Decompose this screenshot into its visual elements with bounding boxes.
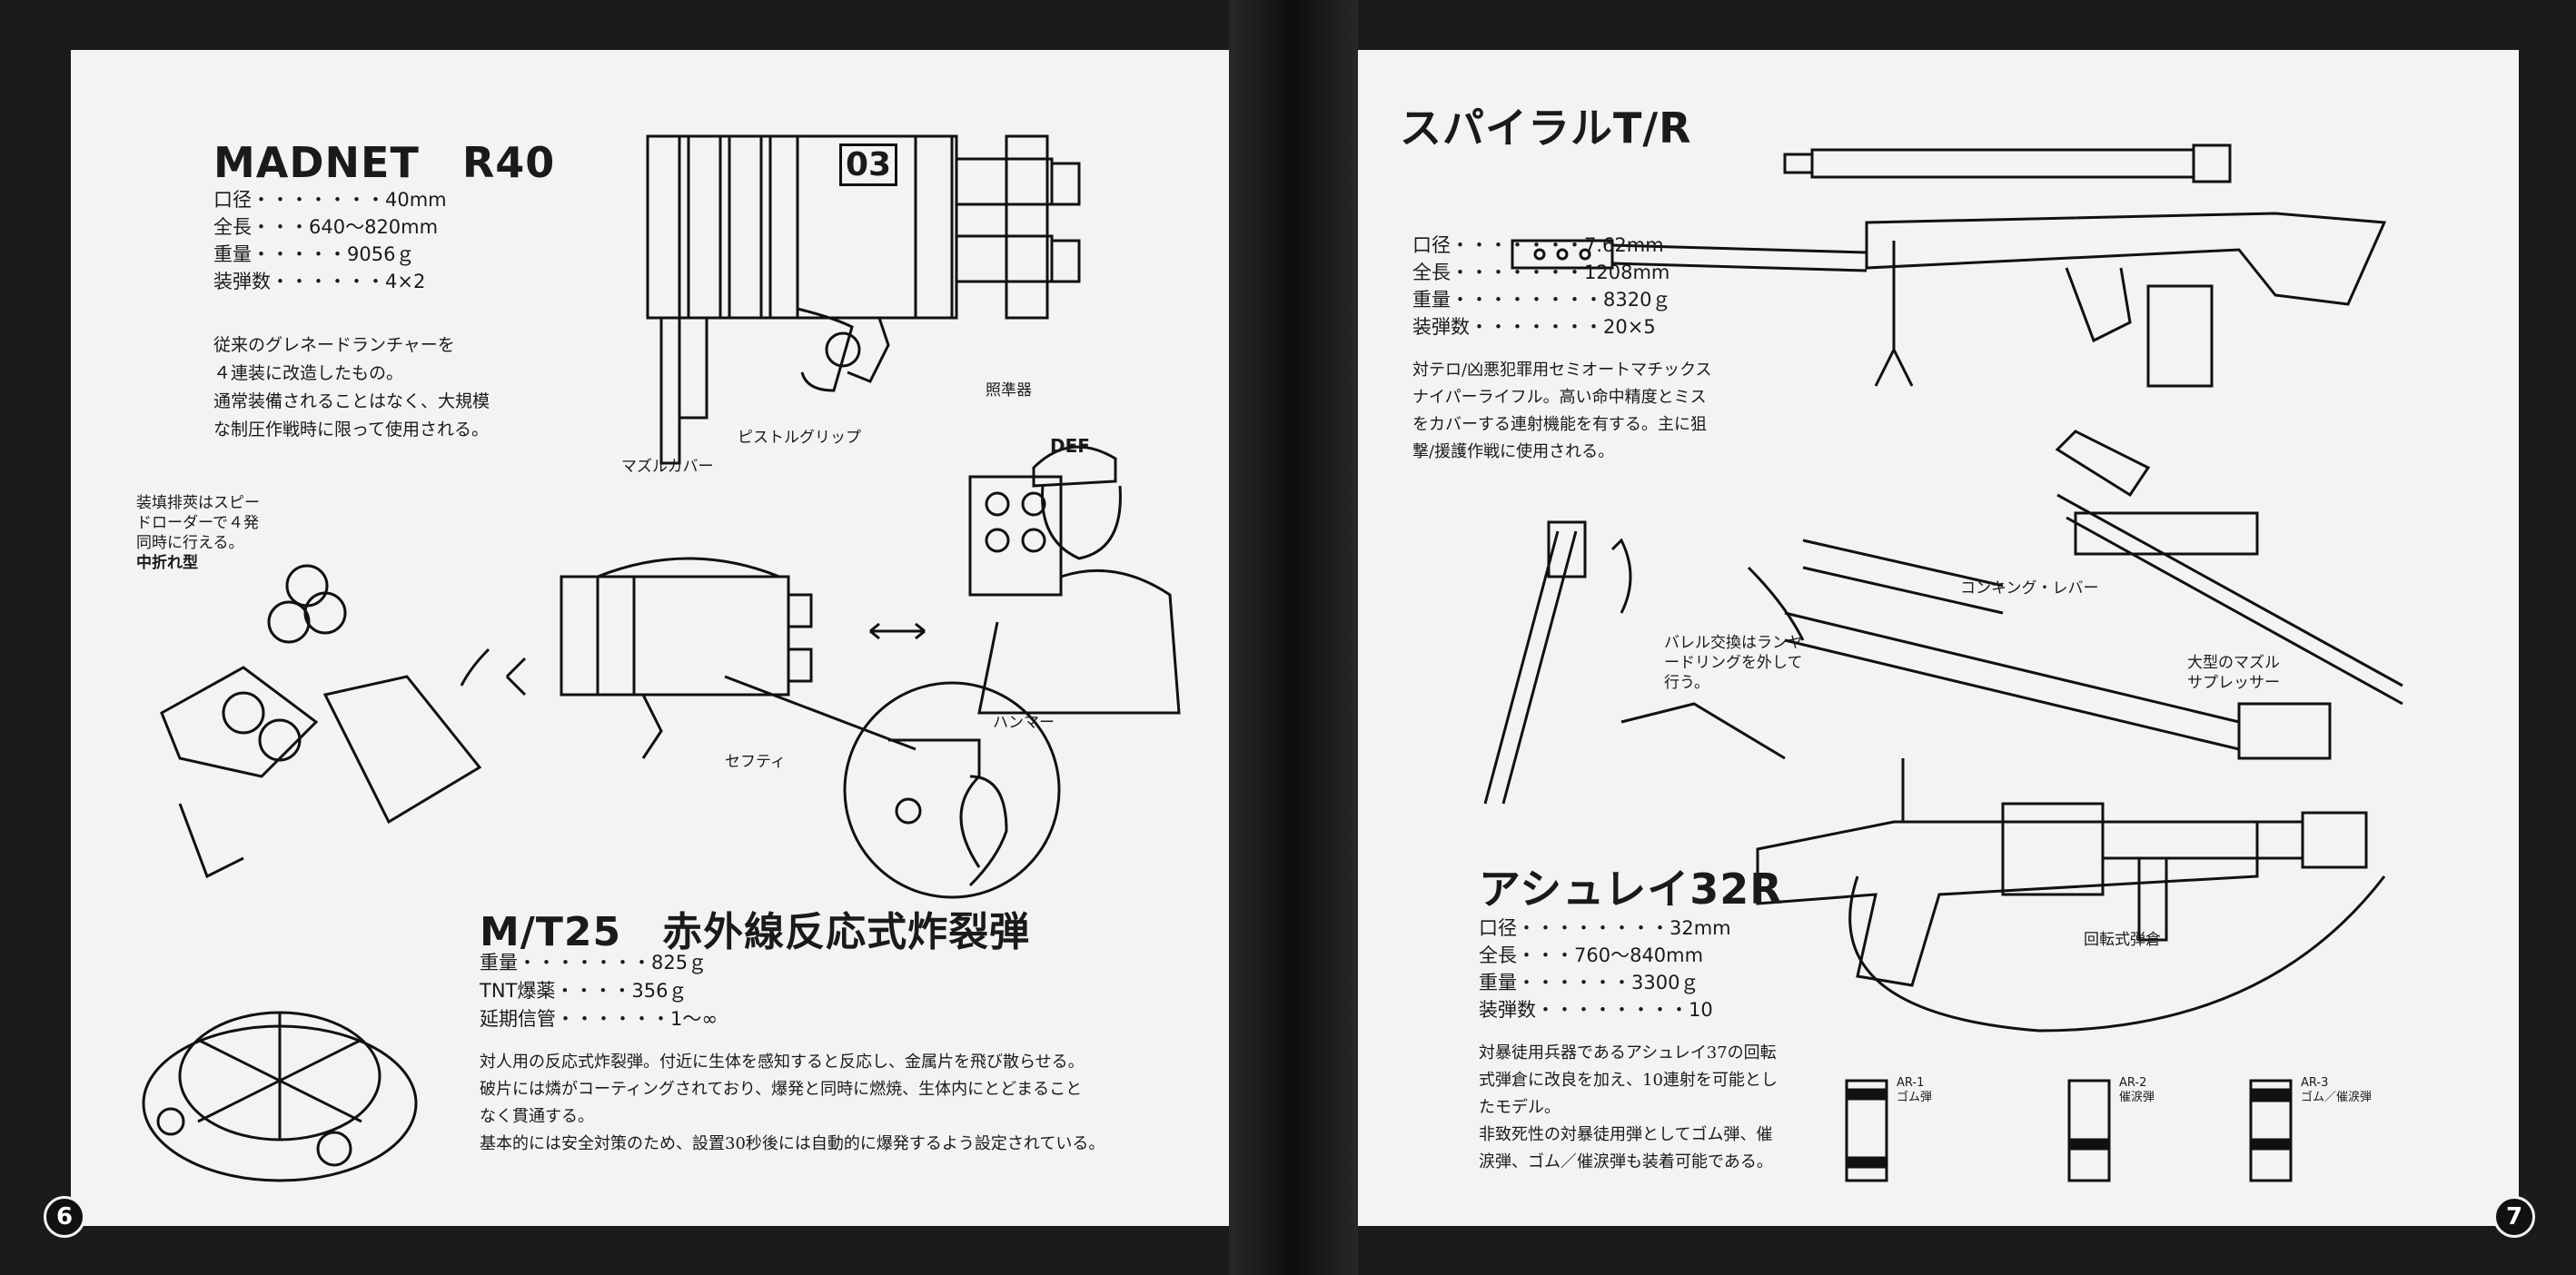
- mt25-title: M/T25 赤外線反応式炸裂弾: [480, 909, 1031, 955]
- label-cylinder: 回転式弾倉: [2084, 931, 2161, 949]
- desc-line: 対人用の反応式炸裂弾。付近に生体を感知すると反応し、金属片を飛び散らせる。: [480, 1053, 1085, 1072]
- desc-line: 撃/援護作戦に使用される。: [1412, 442, 1615, 461]
- spec-weight: 重量・・・・・・3300ｇ: [1479, 972, 1699, 993]
- mt25-description: 対人用の反応式炸裂弾。付近に生体を感知すると反応し、金属片を飛び散らせる。 破片…: [480, 1049, 1105, 1158]
- desc-line: 対暴徒用兵器であるアシュレイ37の回転: [1479, 1043, 1777, 1062]
- desc-line: な制圧作戦時に限って使用される。: [213, 420, 490, 440]
- desc-line: 通常装備されることはなく、大規模: [213, 391, 490, 411]
- spiral-specs: 口径・・・・・・・7.62mm 全長・・・・・・・1208mm 重量・・・・・・…: [1412, 232, 1670, 341]
- desc-line: なく貫通する。: [480, 1107, 594, 1126]
- spec-length: 全長・・・640〜820mm: [213, 216, 439, 238]
- page-number: 7: [2493, 1196, 2535, 1238]
- trigger-detail-illustration: [724, 675, 1061, 899]
- note-line: 同時に行える。: [136, 534, 244, 552]
- note-line: サプレッサー: [2187, 674, 2280, 692]
- note-line: ードリングを外して: [1664, 654, 1803, 672]
- spec-capacity: 装弾数・・・・・・・・10: [1479, 999, 1713, 1021]
- label-sight: 照準器: [986, 381, 1032, 400]
- desc-line: ナイパーライフル。高い命中精度とミス: [1412, 388, 1707, 407]
- mt25-specs: 重量・・・・・・・825ｇ TNT爆薬・・・・356ｇ 延期信管・・・・・・1〜…: [480, 949, 718, 1033]
- madnet-description: 従来のグレネードランチャーを ４連装に改造したもの。 通常装備されることはなく、…: [213, 331, 490, 444]
- desc-line: 基本的には安全対策のため、設置30秒後には自動的に爆発するよう設定されている。: [480, 1134, 1105, 1153]
- label-barrel-change: バレル交換はランヤ ードリングを外して 行う。: [1664, 633, 1803, 693]
- note-line: 行う。: [1664, 674, 1709, 692]
- madnet-launcher-illustration: [646, 134, 1081, 465]
- spiral-description: 対テロ/凶悪犯罪用セミオートマチックス ナイパーライフル。高い命中精度とミス を…: [1412, 357, 1712, 466]
- madnet-title: MADNET R40: [213, 138, 556, 187]
- round-type: 催涙弾: [2119, 1091, 2155, 1104]
- spec-length: 全長・・・・・・・1208mm: [1412, 262, 1670, 283]
- madnet-specs: 口径・・・・・・・40mm 全長・・・640〜820mm 重量・・・・・9056…: [213, 186, 447, 295]
- ashley-title: アシュレイ32R: [1479, 865, 1783, 914]
- launcher-side-view-illustration: [460, 557, 926, 759]
- desc-line: をカバーする連射機能を有する。主に狙: [1412, 415, 1707, 434]
- label-hammer: ハンマー: [993, 714, 1055, 732]
- soldier-aiming-illustration: [968, 445, 1181, 715]
- round-code: AR-1: [1897, 1076, 1925, 1090]
- label-pistol-grip: ピストルグリップ: [738, 429, 861, 447]
- desc-line: 対テロ/凶悪犯罪用セミオートマチックス: [1412, 361, 1712, 380]
- label-safety: セフティ: [725, 753, 786, 771]
- cap-insignia: DEF: [1050, 435, 1090, 457]
- book-spine: [1229, 0, 1358, 1275]
- page-number: 6: [44, 1196, 85, 1238]
- spiral-rifle-illustration: [1511, 143, 2387, 388]
- break-open-illustration: [160, 564, 527, 879]
- spec-caliber: 口径・・・・・・・7.62mm: [1412, 234, 1664, 256]
- spec-tnt: TNT爆薬・・・・356ｇ: [480, 980, 688, 1002]
- spec-fuse: 延期信管・・・・・・1〜∞: [480, 1008, 718, 1030]
- spec-caliber: 口径・・・・・・・40mm: [213, 189, 447, 211]
- label-muzzle-cover: マズルカバー: [621, 458, 714, 476]
- desc-line: 涙弾、ゴム／催涙弾も装着可能である。: [1479, 1152, 1773, 1171]
- note-line: 大型のマズル: [2187, 654, 2280, 672]
- note-line: ドローダーで４発: [136, 514, 259, 532]
- spiral-title: スパイラルT/R: [1400, 104, 1692, 153]
- ashley-description: 対暴徒用兵器であるアシュレイ37の回転 式弾倉に改良を加え、10連射を可能とし …: [1479, 1040, 1778, 1176]
- spec-weight: 重量・・・・・・・・8320ｇ: [1412, 289, 1671, 311]
- spec-capacity: 装弾数・・・・・・・20×5: [1412, 316, 1656, 338]
- ar1-round-icon: [1845, 1079, 1888, 1182]
- round-code: AR-3: [2301, 1076, 2329, 1090]
- round-type: ゴム／催涙弾: [2301, 1091, 2373, 1104]
- desc-line: 従来のグレネードランチャーを: [213, 335, 455, 355]
- desc-line: 式弾倉に改良を加え、10連射を可能とし: [1479, 1071, 1778, 1090]
- page-7: スパイラルT/R 口径・・・・・・・7.62mm 全長・・・・・・・1208mm…: [1358, 50, 2535, 1238]
- spec-weight: 重量・・・・・9056ｇ: [213, 243, 415, 265]
- note-line: 装填排莢はスピー: [136, 494, 260, 512]
- spec-capacity: 装弾数・・・・・・4×2: [213, 271, 426, 292]
- round-code: AR-2: [2119, 1076, 2147, 1090]
- mt25-grenade-illustration: [142, 1011, 418, 1182]
- barrel-change-illustration: [1483, 430, 2403, 805]
- ar3-round-icon: [2249, 1079, 2293, 1182]
- label-cocking-lever: コンキング・レバー: [1960, 579, 2099, 598]
- note-line: バレル交換はランヤ: [1664, 634, 1803, 652]
- desc-line: 非致死性の対暴徒用弾としてゴム弾、催: [1479, 1125, 1773, 1144]
- launcher-marking: 03: [839, 143, 898, 186]
- spec-weight: 重量・・・・・・・825ｇ: [480, 952, 708, 974]
- desc-line: 破片には燐がコーティングされており、爆発と同時に燃焼、生体内にとどまること: [480, 1080, 1083, 1099]
- reload-note: 装填排莢はスピー ドローダーで４発 同時に行える。 中折れ型: [136, 493, 260, 573]
- break-type-label: 中折れ型: [136, 554, 198, 572]
- round-type: ゴム弾: [1897, 1091, 1933, 1104]
- desc-line: ４連装に改造したもの。: [213, 363, 404, 383]
- label-suppressor: 大型のマズル サプレッサー: [2187, 653, 2280, 693]
- spec-length: 全長・・・760〜840mm: [1479, 944, 1704, 966]
- page-6: MADNET R40 口径・・・・・・・40mm 全長・・・640〜820mm …: [44, 50, 1229, 1238]
- desc-line: たモデル。: [1479, 1098, 1560, 1117]
- ashley-specs: 口径・・・・・・・・32mm 全長・・・760〜840mm 重量・・・・・・33…: [1479, 914, 1731, 1023]
- ar2-round-icon: [2067, 1079, 2111, 1182]
- spec-caliber: 口径・・・・・・・・32mm: [1479, 917, 1731, 939]
- ashley-launcher-illustration: [1756, 758, 2386, 1033]
